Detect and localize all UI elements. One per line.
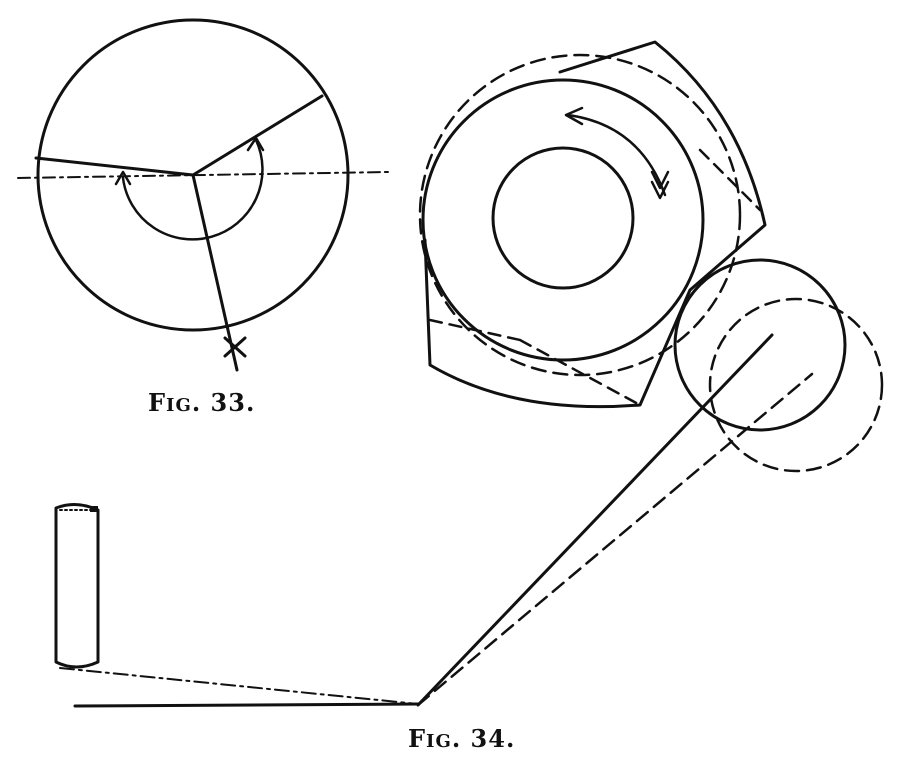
fig33-horizontal-dashed-axis [17, 171, 389, 179]
fig34-nut-outline [423, 40, 767, 409]
fig-34-caption: FIG. 34. [408, 724, 515, 753]
fig-33-caption: FIG. 33. [148, 388, 255, 417]
fig33-left-radius [34, 156, 195, 177]
fig33-rotation-arc [121, 138, 264, 241]
fig-34-caption-small: IG [426, 731, 452, 752]
fig-33-caption-small: IG [166, 395, 192, 416]
fig33-arrowhead-left [114, 170, 132, 186]
fig34-arrowhead-left [564, 106, 584, 126]
fig34-dashed-ring [418, 53, 742, 377]
fig34-rotation-arc [566, 113, 667, 197]
fig33-cross-mark [223, 336, 247, 358]
fig33-upper-right-radius [191, 94, 324, 177]
fig34-base-line [73, 702, 420, 708]
fig34-outer-ring [421, 78, 705, 362]
fig34-cylinder-tip-mark [90, 506, 98, 512]
fig33-lower-radius [191, 173, 239, 372]
fig-34-caption-prefix: F [408, 724, 427, 753]
fig-34-caption-rest: . 34. [451, 724, 516, 753]
fig33-arrowhead-right [246, 136, 265, 152]
fig-33-caption-rest: . 33. [191, 388, 256, 417]
fig34-small-circle [673, 258, 847, 432]
fig33-outer-circle [36, 18, 350, 332]
fig34-long-solid-line [416, 333, 774, 707]
fig34-dashdot-line [59, 667, 419, 705]
fig34-dashed-polygon [428, 148, 762, 407]
fig34-arrowhead-down [650, 170, 670, 200]
fig-34-drawing [54, 40, 884, 708]
fig34-cylinder [54, 503, 100, 669]
fig34-long-dashed-line [416, 372, 814, 707]
fig34-small-dashed-circle [708, 297, 884, 473]
fig34-inner-bore [491, 146, 635, 290]
fig-33-drawing [17, 18, 389, 372]
fig-33-caption-prefix: F [148, 388, 167, 417]
